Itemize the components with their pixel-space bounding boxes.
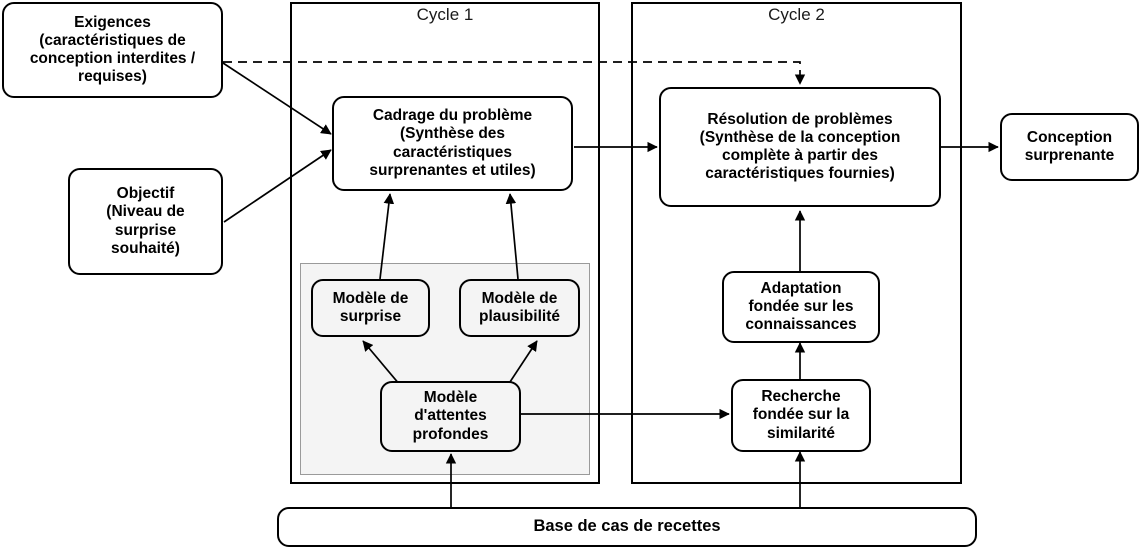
node-cadrage[interactable]: Cadrage du problème (Synthèse des caract…	[332, 96, 573, 191]
cycle2-container	[631, 2, 962, 484]
node-objectif[interactable]: Objectif (Niveau de surprise souhaité)	[68, 168, 223, 275]
node-base-cas-label: Base de cas de recettes	[533, 517, 721, 536]
node-exigences-label: Exigences (caractéristiques de conceptio…	[29, 13, 196, 86]
node-resolution-label: Résolution de problèmes (Synthèse de la …	[699, 110, 901, 183]
node-exigences[interactable]: Exigences (caractéristiques de conceptio…	[2, 2, 223, 98]
node-modele-attentes-label: Modèle d'attentes profondes	[412, 389, 489, 443]
node-recherche-label: Recherche fondée sur la similarité	[752, 388, 850, 442]
cycle2-label: Cycle 2	[768, 5, 825, 24]
node-conception-label: Conception surprenante	[1024, 128, 1115, 164]
node-modele-plausibilite-label: Modèle de plausibilité	[479, 289, 560, 325]
cycle1-container	[290, 2, 600, 484]
node-conception[interactable]: Conception surprenante	[1000, 113, 1139, 181]
node-adaptation-label: Adaptation fondée sur les connaissances	[745, 279, 857, 334]
node-recherche[interactable]: Recherche fondée sur la similarité	[731, 379, 871, 452]
node-modele-plausibilite[interactable]: Modèle de plausibilité	[459, 279, 580, 337]
node-adaptation[interactable]: Adaptation fondée sur les connaissances	[722, 271, 880, 343]
node-modele-surprise[interactable]: Modèle de surprise	[311, 279, 430, 337]
node-cadrage-label: Cadrage du problème (Synthèse des caract…	[369, 107, 536, 179]
node-objectif-label: Objectif (Niveau de surprise souhaité)	[106, 185, 185, 257]
node-modele-surprise-label: Modèle de surprise	[332, 289, 409, 325]
node-modele-attentes[interactable]: Modèle d'attentes profondes	[380, 381, 521, 452]
cycle1-label: Cycle 1	[416, 5, 474, 24]
node-base-cas[interactable]: Base de cas de recettes	[277, 507, 977, 547]
node-resolution[interactable]: Résolution de problèmes (Synthèse de la …	[659, 87, 941, 207]
